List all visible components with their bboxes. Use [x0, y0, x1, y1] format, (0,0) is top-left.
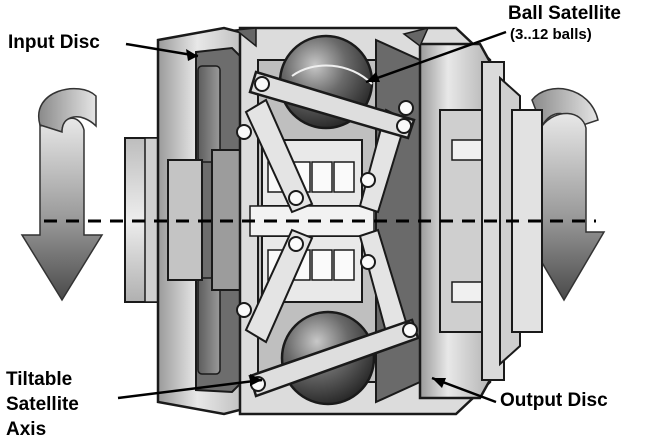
tiltable-label-line-1: Tiltable: [6, 369, 73, 390]
upper-satellite-assembly: [234, 26, 430, 214]
input-rotation-arrow: [20, 87, 104, 302]
upper-satellite-axis: [248, 70, 416, 140]
tiltable-axis-label: Tiltable Satellite Axis: [6, 367, 79, 442]
lower-satellite-assembly: [236, 228, 420, 406]
input-disc-label: Input Disc: [8, 32, 100, 53]
ball-count-label: (3..12 balls): [510, 26, 592, 43]
output-rotation-arrow: [522, 87, 606, 302]
ball-satellite-label: Ball Satellite: [508, 3, 621, 24]
tiltable-label-line-2: Satellite: [6, 394, 79, 415]
tiltable-label-line-3: Axis: [6, 419, 47, 440]
leader-lines: [117, 30, 507, 404]
output-disc-label: Output Disc: [500, 390, 608, 411]
